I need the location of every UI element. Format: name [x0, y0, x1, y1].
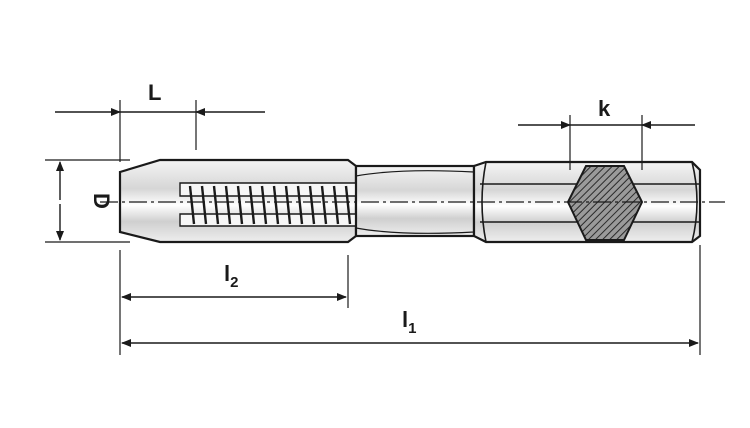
label-l2: l2 — [224, 261, 238, 291]
label-L: L — [148, 80, 161, 105]
tap-tip — [118, 158, 358, 244]
label-k: k — [598, 96, 611, 121]
label-l2-main: l — [224, 261, 230, 286]
label-l2-sub: 2 — [230, 274, 238, 291]
label-l1: l1 — [402, 307, 416, 337]
tap-shank — [354, 164, 476, 238]
label-l1-sub: 1 — [408, 320, 416, 337]
extension-lines — [45, 100, 701, 355]
thread-ridges — [188, 185, 352, 225]
label-l1-main: l — [402, 307, 408, 332]
label-D: D — [89, 193, 114, 209]
